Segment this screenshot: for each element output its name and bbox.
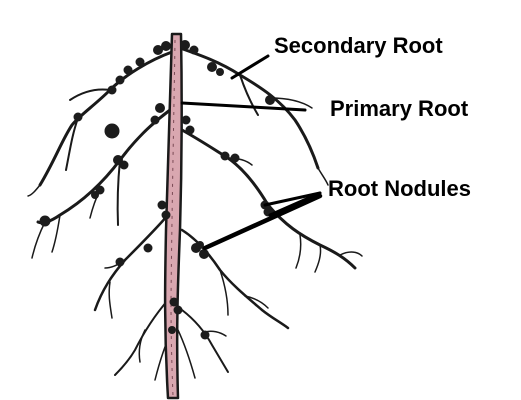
root-branch bbox=[296, 235, 301, 268]
nodule bbox=[108, 86, 117, 95]
nodule bbox=[216, 68, 224, 76]
root-nodules-pointer-upper2 bbox=[270, 193, 320, 215]
root-branch bbox=[38, 110, 170, 223]
root-branch bbox=[178, 330, 195, 378]
nodule bbox=[174, 306, 183, 315]
primary-root-label: Primary Root bbox=[330, 96, 469, 121]
nodule bbox=[162, 211, 171, 220]
nodule bbox=[120, 161, 129, 170]
root-nodules-label: Root Nodules bbox=[328, 176, 471, 201]
root-branch bbox=[32, 222, 45, 258]
root-branch bbox=[315, 245, 321, 272]
nodule bbox=[161, 41, 171, 51]
nodule bbox=[221, 152, 230, 161]
nodule bbox=[151, 116, 160, 125]
root-branch bbox=[109, 282, 112, 318]
nodule bbox=[116, 76, 125, 85]
root-branch bbox=[118, 160, 120, 225]
root-branch bbox=[340, 252, 362, 256]
nodule bbox=[182, 116, 191, 125]
secondary-root-pointer bbox=[232, 56, 268, 78]
root-branch bbox=[318, 168, 328, 185]
label-pointers bbox=[182, 56, 320, 248]
nodule bbox=[158, 201, 167, 210]
nodule bbox=[74, 113, 83, 122]
root-nodules bbox=[40, 40, 276, 340]
nodule bbox=[231, 154, 240, 163]
secondary-roots bbox=[28, 48, 362, 392]
nodule bbox=[180, 40, 190, 50]
nodule bbox=[155, 103, 165, 113]
nodule bbox=[144, 244, 153, 253]
root-branch bbox=[182, 310, 228, 372]
nodule bbox=[170, 298, 179, 307]
nodule bbox=[186, 126, 195, 135]
nodule bbox=[207, 62, 217, 72]
nodule bbox=[124, 66, 133, 75]
nodule bbox=[168, 326, 176, 334]
nodule bbox=[265, 95, 275, 105]
nodule bbox=[105, 124, 120, 139]
primary-root-pointer bbox=[182, 103, 305, 110]
root-branch bbox=[95, 215, 168, 310]
secondary-root-label: Secondary Root bbox=[274, 33, 443, 58]
nodule bbox=[40, 216, 51, 227]
nodule bbox=[201, 331, 210, 340]
nodule bbox=[190, 46, 199, 55]
nodule bbox=[199, 249, 209, 259]
nodule bbox=[136, 58, 145, 67]
nodule bbox=[116, 258, 125, 267]
root-branch bbox=[28, 185, 40, 196]
nodule bbox=[91, 191, 99, 199]
